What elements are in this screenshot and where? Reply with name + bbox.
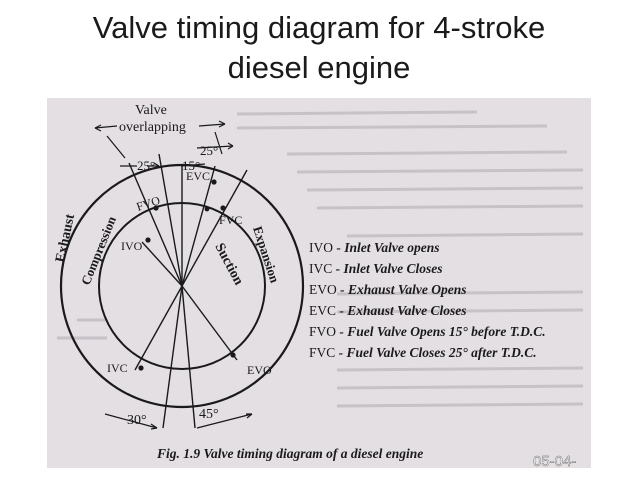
evo-point — [230, 352, 236, 358]
legend-item-fvc: FVC - Fuel Valve Closes 25° after T.D.C. — [309, 345, 537, 360]
bottom-angle-arrows — [104, 413, 253, 430]
suction-stroke-label: Suction — [211, 241, 246, 288]
line-ivo — [141, 241, 183, 287]
exhaust-stroke-label: Exhaust — [53, 212, 78, 263]
line-evo — [181, 285, 238, 361]
figure-caption: Fig. 1.9 Valve timing diagram of a diese… — [156, 446, 423, 461]
corner-date: 05-04- — [533, 453, 576, 468]
line-fvo-angle — [158, 153, 183, 287]
slide-title-line-2: diesel engine — [227, 50, 411, 85]
line-ivc — [134, 285, 183, 371]
event-points — [138, 179, 236, 371]
ivo-label: IVO — [121, 239, 143, 253]
fvc-point — [220, 205, 226, 211]
legend-item-ivo: IVO - Inlet Valve opens — [309, 240, 440, 255]
ivc-after-bdc-angle: 30° — [127, 413, 147, 428]
overlap-arrows — [94, 120, 234, 170]
legend-item-fvo: FVO - Fuel Valve Opens 15° before T.D.C. — [309, 324, 546, 339]
ivo-point — [145, 237, 151, 243]
fvo-before-tdc-angle: 15° — [182, 158, 200, 173]
overlap-label-2: overlapping — [119, 120, 186, 135]
slide-title-line-1: Valve timing diagram for 4-stroke — [92, 10, 546, 45]
radial-lines — [128, 153, 248, 429]
legend-item-evc: EVC - Exhaust Valve Closes — [309, 303, 467, 318]
ivc-point — [138, 365, 144, 371]
fvo-point — [153, 205, 159, 211]
line-bdc-left — [162, 285, 183, 429]
outer-circle — [59, 163, 305, 409]
line-bdc-right — [181, 285, 196, 429]
legend-item-ivc: IVC - Inlet Valve Closes — [309, 261, 443, 276]
legend: IVO - Inlet Valve opens IVC - Inlet Valv… — [309, 240, 546, 360]
fvc-after-tdc-angle: 25° — [200, 143, 218, 158]
line-fvc-angle — [181, 169, 248, 287]
fvc-label: FVC — [219, 213, 242, 227]
legend-item-evo: EVO - Exhaust Valve Opens — [309, 282, 467, 297]
valve-timing-diagram: Valve overlapping 25° 15° 25° EVC FVO FV… — [53, 103, 584, 468]
diagram-photo: Valve overlapping 25° 15° 25° EVC FVO FV… — [47, 98, 591, 468]
evo-label: EVO — [247, 363, 272, 377]
evc-inner-point — [204, 206, 210, 212]
evc-point — [211, 179, 217, 185]
overlap-label-1: Valve — [135, 103, 167, 118]
background-page-texture — [57, 110, 584, 408]
evo-before-tdc-angle: 25° — [137, 158, 155, 173]
line-evc-angle — [181, 165, 216, 287]
line-evo-angle — [128, 162, 183, 287]
expansion-stroke-label: Expansion — [250, 224, 283, 285]
slide-title: Valve timing diagram for 4-stroke diesel… — [0, 8, 638, 88]
evo-before-bdc-angle: 45° — [199, 407, 219, 422]
evc-label: EVC — [186, 169, 210, 183]
fvo-label: FVO — [135, 193, 162, 214]
ivc-label: IVC — [107, 361, 128, 375]
